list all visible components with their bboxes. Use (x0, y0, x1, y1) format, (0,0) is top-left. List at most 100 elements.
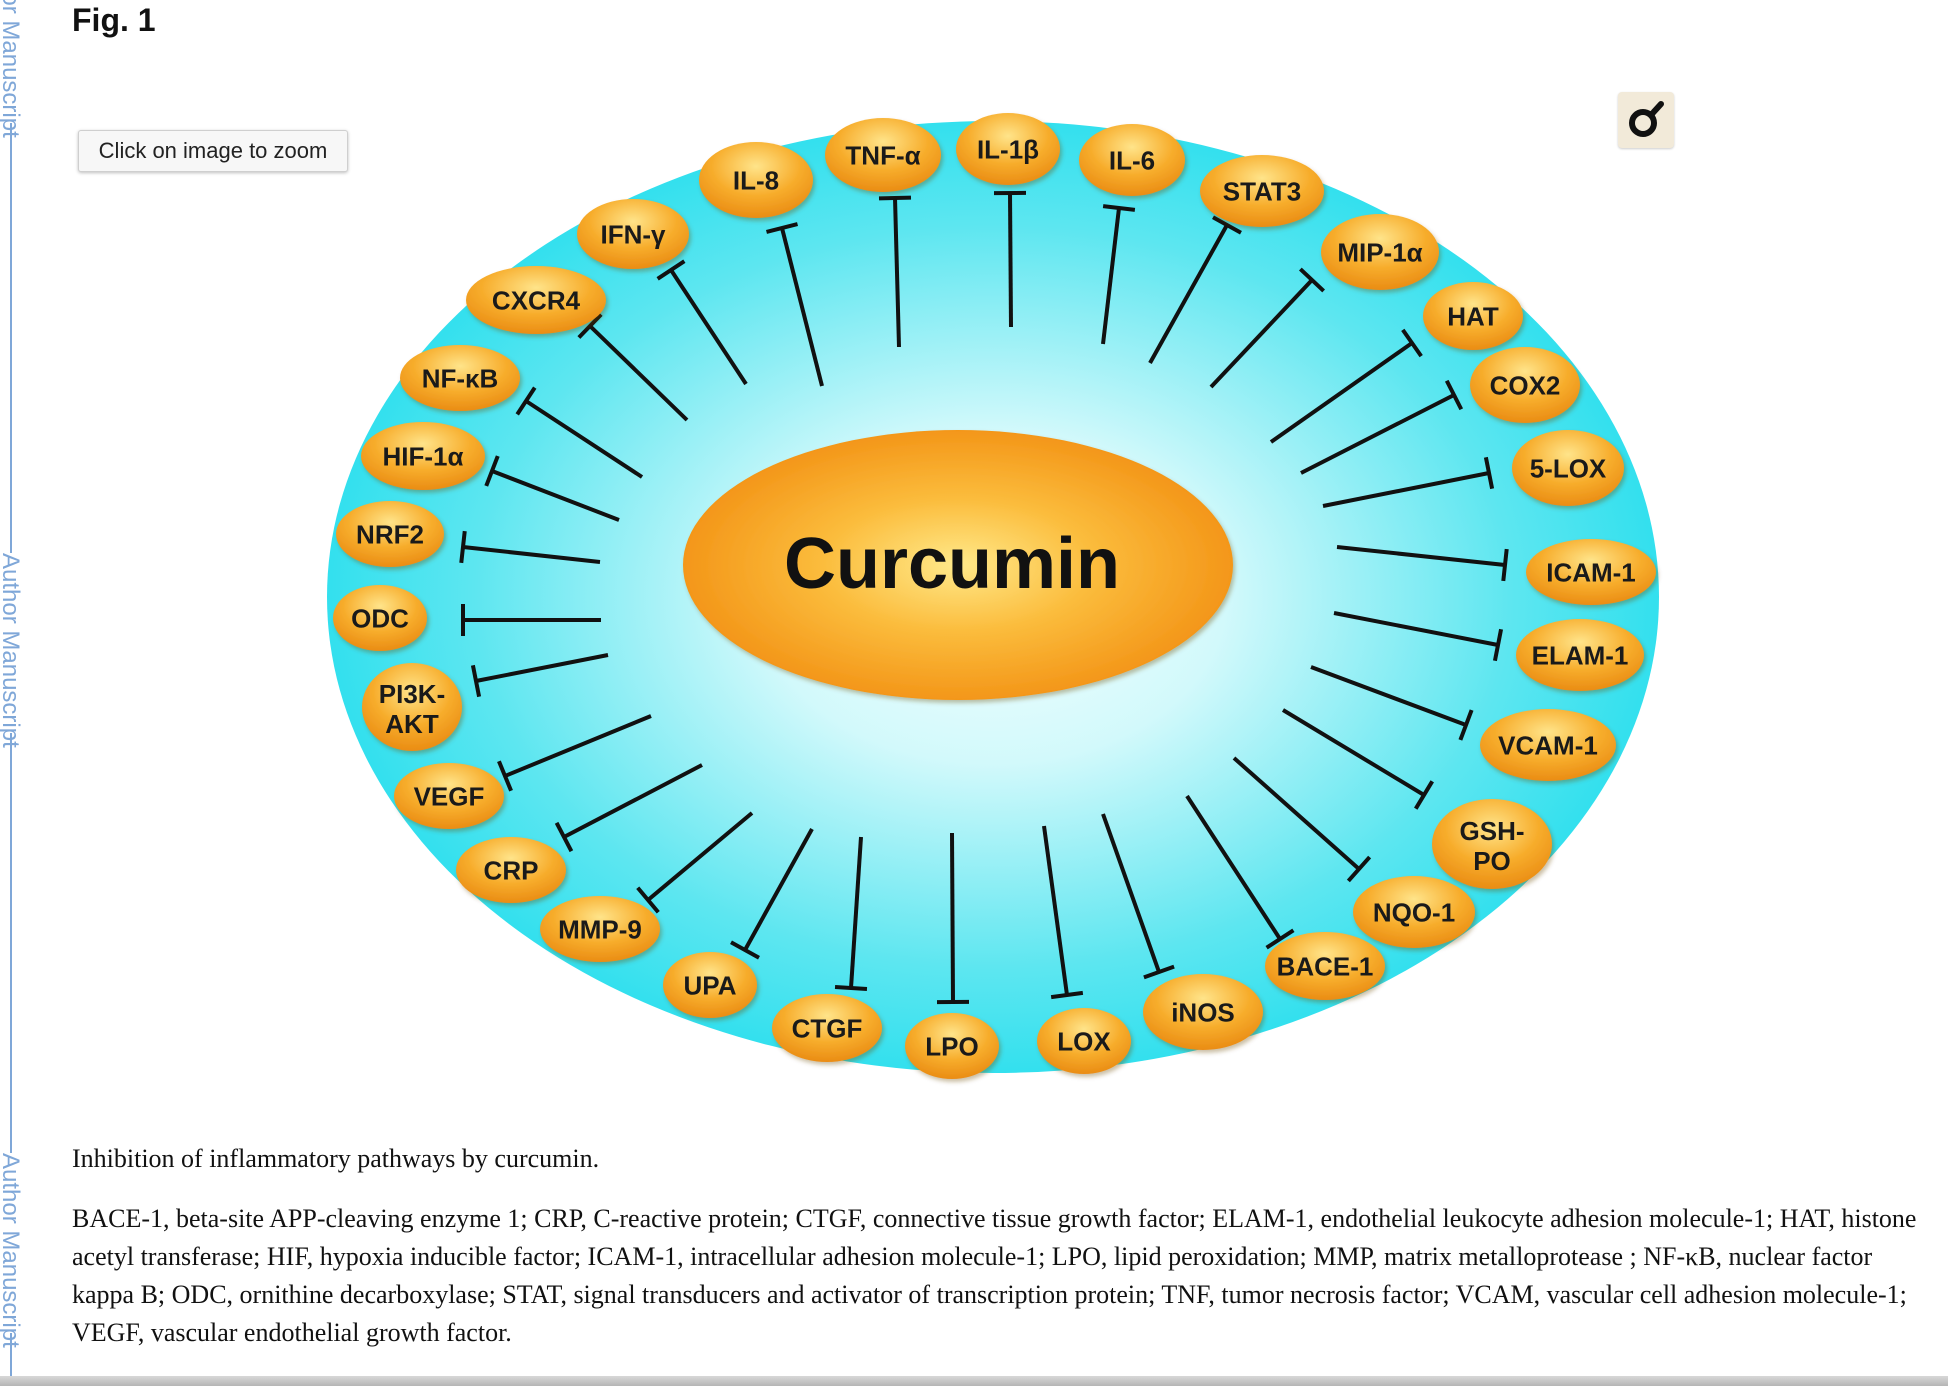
figure-title: Fig. 1 (72, 2, 156, 38)
side-label-bottom: Author Manuscript (0, 1153, 24, 1348)
node-pi3k-akt (362, 663, 462, 751)
node-label-hif-1: HIF-1α (383, 441, 464, 471)
node-label-lox: LOX (1057, 1026, 1111, 1056)
node-il-6 (1079, 124, 1185, 196)
inhibition-stem-ctgf (849, 836, 863, 989)
inhibition-bar-nf-b (515, 386, 537, 416)
inhibition-bar-ctgf (834, 984, 868, 992)
node-label-bace-1: BACE-1 (1277, 951, 1374, 981)
inhibition-arrows (459, 190, 1509, 1005)
zoom-button[interactable]: Click on image to zoom (78, 130, 348, 172)
inhibition-bar-elam-1 (1492, 628, 1504, 662)
inhibition-bar-vegf (497, 760, 513, 792)
node-label-cxcr4: CXCR4 (492, 285, 581, 315)
inhibition-bar-il-8 (765, 222, 799, 234)
inhibition-bar-upa (730, 940, 760, 960)
inhibition-stem-il-6 (1101, 207, 1121, 345)
inhibition-bar-nrf2 (459, 530, 467, 564)
inhibition-stem-il-8 (780, 227, 824, 387)
node-label-mmp-9: MMP-9 (558, 914, 642, 944)
node-hat (1423, 282, 1523, 350)
node-vcam-1 (1480, 709, 1616, 781)
node-cox2 (1470, 347, 1580, 423)
inhibition-bar-tnf (878, 195, 912, 201)
inhibition-stem-tnf (893, 197, 901, 348)
inhibition-bar-mip-1 (1298, 267, 1326, 293)
node-label-tnf: TNF-α (845, 140, 920, 170)
inhibition-bar-gsh-po (1414, 780, 1434, 810)
inhibition-bar-cox2 (1444, 379, 1464, 411)
node-label-ifn: IFN-γ (601, 219, 667, 249)
inhibition-stem-hat (1269, 341, 1414, 444)
node-label-vegf: VEGF (414, 781, 485, 811)
node-odc (333, 585, 427, 651)
inhibition-stem-icam-1 (1336, 545, 1506, 567)
node-label-elam-1: ELAM-1 (1532, 640, 1629, 670)
inhibition-stem-gsh-po (1281, 708, 1426, 797)
inhibition-bar-vcam-1 (1458, 709, 1474, 741)
node-crp (456, 837, 566, 903)
inhibition-bar-cxcr4 (577, 313, 603, 339)
node-label-nqo-1: NQO-1 (1373, 897, 1455, 927)
node-label-icam-1: ICAM-1 (1546, 557, 1636, 587)
node-label-pi3k-akt: PI3K-AKT (379, 679, 445, 739)
inhibition-stem-upa (743, 828, 814, 951)
inhibition-bar-hat (1401, 328, 1423, 358)
inhibition-stem-vcam-1 (1310, 665, 1467, 727)
node-label-inos: iNOS (1171, 997, 1235, 1027)
caption-title: Inhibition of inflammatory pathways by c… (72, 1144, 600, 1173)
node-label-hat: HAT (1447, 301, 1499, 331)
node-label-lpo: LPO (925, 1031, 978, 1061)
node-stat3 (1200, 155, 1324, 227)
node-label-il-1: IL-1β (977, 134, 1039, 164)
node-nqo-1 (1353, 876, 1475, 948)
inhibition-bar-stat3 (1212, 215, 1242, 235)
node-hif-1 (361, 422, 485, 490)
node-label-vcam-1: VCAM-1 (1498, 730, 1598, 760)
center-ellipse (683, 430, 1233, 700)
center-label: Curcumin (784, 524, 1120, 604)
inhibition-stem-hif-1 (491, 469, 620, 522)
inhibition-stem-stat3 (1148, 224, 1229, 364)
inhibition-bar-mmp-9 (636, 886, 660, 914)
node-mmp-9 (540, 896, 660, 962)
inhibition-bar-nqo-1 (1346, 855, 1372, 883)
node-label-nf-b: NF-κB (422, 363, 499, 393)
node-mip-1 (1321, 214, 1439, 290)
node-bace-1 (1265, 932, 1385, 1000)
inhibition-stem-mmp-9 (646, 811, 754, 902)
inhibition-stem-crp (563, 763, 703, 839)
node-label-mip-1: MIP-1α (1337, 237, 1422, 267)
node-cxcr4 (466, 266, 606, 334)
inhibition-stem-bace-1 (1185, 794, 1282, 941)
inhibition-bar-ifn (656, 259, 686, 281)
inhibition-stem-nrf2 (462, 545, 601, 564)
node-gsh-po (1432, 799, 1552, 889)
inhibition-bar-icam-1 (1501, 548, 1509, 582)
inhibition-bar-pi3k-akt (470, 664, 482, 698)
node-label-odc: ODC (351, 603, 409, 633)
node-tnf (825, 118, 941, 192)
window-bottom-bar (0, 1376, 1948, 1386)
node-label-ctgf: CTGF (792, 1013, 863, 1043)
magnifier-button[interactable] (1618, 92, 1674, 148)
node-label-cox2: COX2 (1490, 370, 1561, 400)
inhibition-stem-inos (1101, 813, 1161, 973)
node-nf-b (400, 345, 520, 411)
inhibition-stem-lpo (950, 832, 955, 1003)
node-label-nrf2: NRF2 (356, 519, 424, 549)
inhibition-bar-il-6 (1102, 204, 1136, 212)
node-ifn (577, 199, 689, 269)
node-label-il-6: IL-6 (1109, 145, 1155, 175)
inhibition-stem-vegf (504, 714, 652, 778)
inhibition-bar-inos (1143, 964, 1175, 980)
inhibition-stem-cxcr4 (588, 324, 689, 422)
node-label-il-8: IL-8 (733, 165, 779, 195)
inhibition-bar-bace-1 (1265, 928, 1295, 950)
node-ctgf (772, 994, 882, 1062)
node-inos (1143, 974, 1263, 1050)
inhibition-stem-elam-1 (1333, 611, 1499, 647)
node-label-stat3: STAT3 (1223, 176, 1301, 206)
